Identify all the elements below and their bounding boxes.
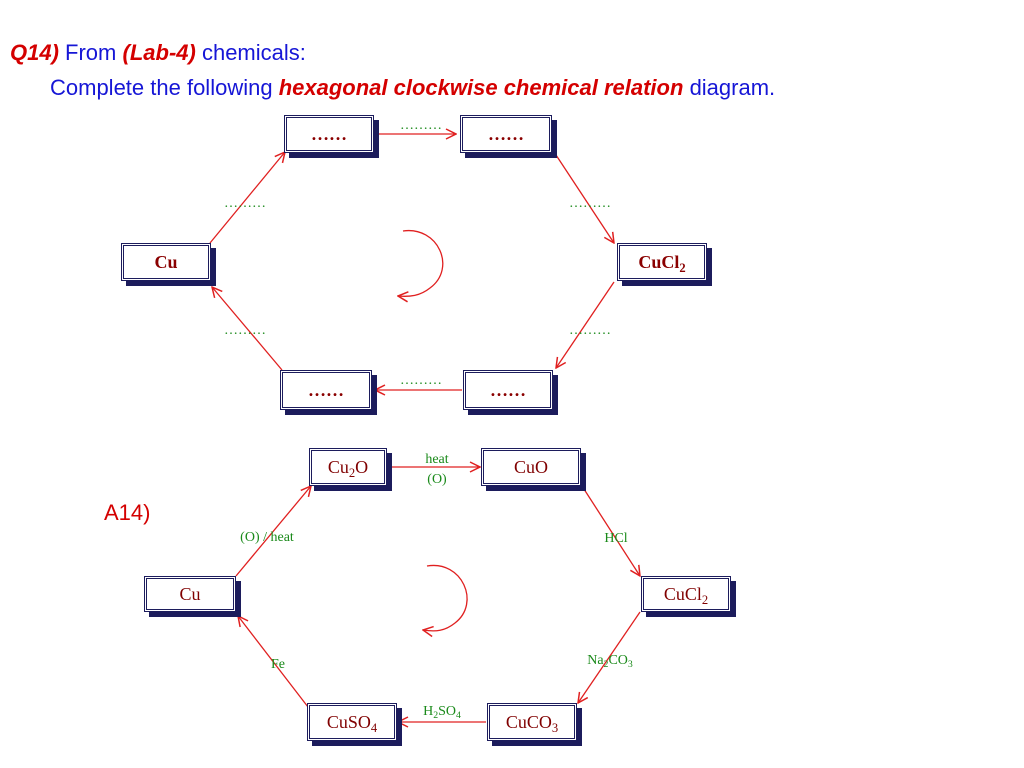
q-node-cu: Cu <box>121 243 211 281</box>
a-node-cuco3-text: CuCO3 <box>505 711 559 735</box>
answer-label: A14) <box>104 500 151 525</box>
a-node-cucl2: CuCl2 <box>641 576 731 612</box>
a-node-cu2o: Cu2O <box>309 448 387 486</box>
title-from: From <box>65 40 117 65</box>
lab-reference: (Lab-4) <box>122 40 196 65</box>
q-label-top: ……… <box>400 118 442 133</box>
a-node-cucl2-text: CuCl2 <box>663 583 709 607</box>
question-number: Q14) <box>10 40 59 65</box>
a-label-oxygen: (O) <box>427 472 447 487</box>
a-node-cuo-text: CuO <box>513 456 548 477</box>
q-label-upper-right: ……… <box>569 196 611 211</box>
a-arrow-upper-left <box>235 486 311 577</box>
q-node-top-left-text: …… <box>311 123 347 144</box>
q-label-lower-right: ……… <box>569 323 611 338</box>
q-arrow-upper-right <box>555 154 614 243</box>
a-node-cuco3: CuCO3 <box>487 703 577 741</box>
a-label-hcl: HCl <box>604 531 628 546</box>
instruction-suffix: diagram. <box>689 75 776 100</box>
a-arrow-lower-left <box>238 616 309 708</box>
instruction-emphasis: hexagonal clockwise chemical relation <box>278 75 684 100</box>
q-node-top-right: …… <box>460 115 552 153</box>
a-clockwise-indicator <box>423 564 468 630</box>
a-node-cu: Cu <box>144 576 236 612</box>
q-clockwise-indicator <box>398 230 444 297</box>
a-node-cuo: CuO <box>481 448 581 486</box>
q-label-upper-left: ……… <box>224 196 266 211</box>
q-node-top-left: …… <box>284 115 374 153</box>
question-title-line-1: Q14) From (Lab-4) chemicals: <box>10 40 306 66</box>
title-chemicals: chemicals: <box>201 40 306 65</box>
a-label-heat: heat <box>425 452 449 467</box>
q-node-cucl2: CuCl2 <box>617 243 707 281</box>
a-node-cuso4-text: CuSO4 <box>326 711 378 735</box>
q-node-bottom-left-text: …… <box>308 379 344 400</box>
q-arrow-upper-left <box>209 152 285 244</box>
q-node-bottom-left: …… <box>280 370 372 410</box>
a-label-o-heat: (O) / heat <box>240 530 294 545</box>
q-node-cucl2-text: CuCl2 <box>638 251 686 275</box>
a-label-fe: Fe <box>271 657 285 672</box>
instruction-prefix: Complete the following <box>50 75 273 100</box>
q-arrow-lower-left <box>212 287 283 371</box>
question-title-line-2: Complete the following hexagonal clockwi… <box>50 75 775 101</box>
a-node-cu2o-text: Cu2O <box>327 456 369 480</box>
q-node-bottom-right-text: …… <box>490 379 526 400</box>
q-node-cu-text: Cu <box>154 251 178 272</box>
a-arrow-lower-right <box>578 611 641 703</box>
a-label-h2so4: H2SO4 <box>423 704 461 721</box>
a-node-cuso4: CuSO4 <box>307 703 397 741</box>
a-label-na2co3: Na2CO3 <box>587 653 633 670</box>
q-label-bottom: ……… <box>400 373 442 388</box>
q-label-lower-left: ……… <box>224 323 266 338</box>
q-node-top-right-text: …… <box>488 123 524 144</box>
q-arrow-lower-right <box>556 281 615 368</box>
a-node-cu-text: Cu <box>179 583 201 604</box>
q-node-bottom-right: …… <box>463 370 553 410</box>
a-arrow-upper-right <box>581 485 640 576</box>
